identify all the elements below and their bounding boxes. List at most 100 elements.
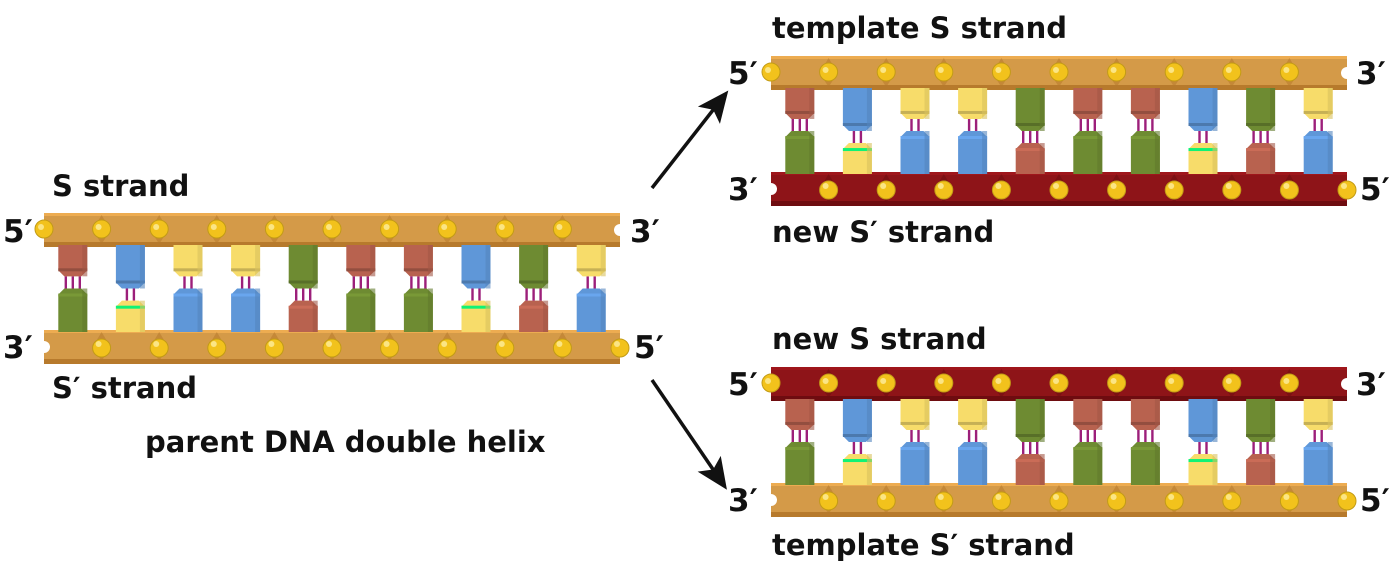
base-edge — [1130, 421, 1160, 425]
base-red — [58, 245, 88, 277]
bottom-backbone — [38, 330, 630, 364]
base-pair — [1073, 88, 1103, 174]
base-block — [1188, 88, 1218, 131]
base-side — [255, 288, 261, 332]
base-block — [785, 131, 815, 174]
daughter-1-top-strand-label: template S strand — [772, 11, 1067, 45]
base-edge — [1015, 459, 1045, 463]
base-pair — [461, 245, 491, 332]
phosphate-icon — [819, 491, 839, 511]
base-side — [982, 88, 988, 119]
base-side — [1327, 131, 1333, 174]
base-edge — [900, 447, 930, 450]
phosphate-icon — [934, 62, 954, 82]
base-edge — [58, 268, 88, 272]
base-block — [842, 399, 872, 442]
phosphate-highlight — [556, 224, 563, 230]
phosphate-highlight — [1341, 183, 1347, 189]
base-edge — [115, 305, 145, 309]
phosphate-highlight — [1053, 494, 1059, 500]
phosphate-highlight — [1341, 494, 1347, 500]
phosphate-highlight — [1168, 67, 1175, 73]
phosphate-highlight — [880, 183, 887, 189]
phosphate-icon — [1164, 491, 1184, 511]
phosphate-icon — [207, 219, 227, 239]
base-block — [842, 88, 872, 131]
base-green — [1015, 399, 1045, 442]
base-edge — [231, 293, 261, 297]
base-side — [197, 245, 203, 277]
phosphate-icon — [495, 338, 515, 358]
base-edge — [1073, 136, 1103, 139]
phosphate-highlight — [556, 341, 563, 347]
base-block — [115, 245, 145, 289]
daughter-1-top-right-end: 3′ — [1356, 56, 1386, 92]
backbone-shadow — [44, 359, 620, 364]
phosphate-highlight — [1225, 183, 1232, 189]
phosphate-highlight — [153, 341, 160, 347]
base-side — [1154, 399, 1160, 430]
base-edge — [842, 459, 872, 463]
base-block — [519, 245, 549, 289]
base-side — [809, 442, 815, 485]
base-green — [58, 288, 88, 332]
parent-title: parent DNA double helix — [145, 425, 546, 459]
base-edge — [900, 136, 930, 139]
backbone-notch — [1341, 378, 1353, 390]
phosphate-icon — [1279, 491, 1299, 511]
daughter-2-bottom-right-end: 5′ — [1360, 483, 1390, 519]
base-block — [1015, 399, 1045, 442]
base-red — [1073, 88, 1103, 119]
parent-bottom-right-end: 5′ — [634, 330, 664, 366]
base-green — [1015, 88, 1045, 131]
phosphate-highlight — [880, 67, 887, 73]
base-pair — [785, 399, 815, 485]
phosphate-highlight — [822, 378, 829, 384]
base-pair — [1073, 399, 1103, 485]
base-edge — [403, 268, 433, 272]
base-red — [1246, 143, 1276, 174]
phosphate-icon — [1107, 62, 1127, 82]
base-yellow — [1188, 454, 1218, 485]
phosphate-icon — [991, 491, 1011, 511]
phosphate-highlight — [1053, 378, 1059, 384]
base-pair — [1303, 399, 1333, 485]
base-blue — [173, 288, 203, 332]
phosphate-icon — [1049, 62, 1069, 82]
base-edge — [288, 305, 318, 309]
base-side — [809, 88, 815, 119]
phosphate-highlight — [1110, 378, 1117, 384]
phosphate-highlight — [880, 494, 887, 500]
phosphate-icon — [991, 180, 1011, 200]
base-block — [1130, 131, 1160, 174]
phosphate-icon — [380, 338, 400, 358]
phosphate-highlight — [1168, 378, 1175, 384]
phosphate-highlight — [383, 341, 390, 347]
phosphate-highlight — [498, 341, 505, 347]
base-side — [809, 399, 815, 430]
top-backbone — [761, 367, 1353, 401]
phosphate-icon — [1164, 180, 1184, 200]
base-edge — [1303, 447, 1333, 450]
base-pair — [1015, 88, 1045, 174]
base-yellow — [461, 300, 491, 332]
base-edge — [576, 268, 606, 272]
phosphate-highlight — [153, 224, 160, 230]
phosphate-icon — [437, 338, 457, 358]
base-edge — [1303, 110, 1333, 114]
base-yellow — [1188, 143, 1218, 174]
phosphate-highlight — [1225, 67, 1232, 73]
base-side — [809, 131, 815, 174]
base-block — [231, 288, 261, 332]
phosphate-highlight — [995, 494, 1002, 500]
base-side — [1212, 88, 1218, 131]
base-red — [1130, 88, 1160, 119]
base-yellow — [576, 245, 606, 277]
base-side — [485, 245, 491, 289]
base-side — [139, 300, 145, 332]
base-side — [1327, 88, 1333, 119]
phosphate-icon — [322, 219, 342, 239]
bottom-backbone — [765, 483, 1357, 517]
phosphate-highlight — [383, 224, 390, 230]
